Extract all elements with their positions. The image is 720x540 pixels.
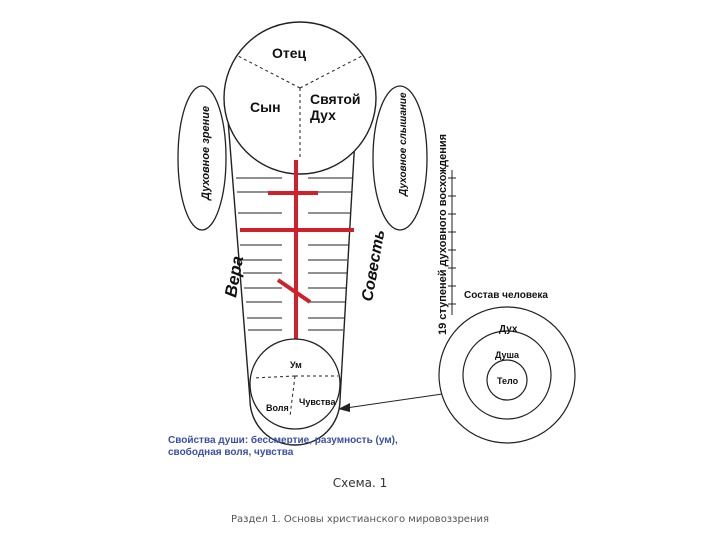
label-nineteen-steps: 19 ступеней духовного восхождения bbox=[437, 134, 449, 335]
label-feelings: Чувства bbox=[299, 397, 336, 407]
body-outline bbox=[227, 119, 357, 446]
label-father: Отец bbox=[272, 45, 307, 61]
soul-properties-line1: Свойства души: бессмертие, разумность (у… bbox=[168, 435, 398, 446]
soul-properties-text: Свойства души: бессмертие, разумность (у… bbox=[168, 435, 428, 459]
label-spiritual-sight: Духовное зрение bbox=[200, 106, 212, 201]
label-spiritual-hearing: Духовное слышание bbox=[398, 92, 409, 197]
soul-circle bbox=[249, 338, 341, 430]
label-holy-spirit-1: Святой bbox=[310, 91, 361, 107]
spiritual-hearing-ellipse bbox=[372, 85, 428, 231]
arrow-head bbox=[338, 403, 350, 412]
nineteen-steps-ticks bbox=[448, 177, 456, 305]
soul-divider-down bbox=[289, 375, 296, 417]
label-will: Воля bbox=[266, 403, 289, 413]
label-human-composition: Состав человека bbox=[464, 290, 548, 301]
label-body: Тело bbox=[497, 376, 519, 386]
figure-caption: Схема. 1 bbox=[332, 476, 388, 490]
label-conscience: Совесть bbox=[359, 229, 388, 303]
orthodox-cross bbox=[240, 160, 354, 350]
label-holy-spirit-2: Дух bbox=[310, 107, 336, 123]
soul-properties-line2: свободная воля, чувства bbox=[168, 447, 294, 458]
label-son: Сын bbox=[250, 99, 281, 115]
spiritual-sight-ellipse bbox=[177, 85, 227, 231]
label-mind: Ум bbox=[290, 360, 302, 370]
body-inner-circle bbox=[486, 359, 528, 401]
label-spirit: Дух bbox=[499, 324, 518, 335]
label-soul: Душа bbox=[495, 350, 520, 360]
trinity-circle bbox=[223, 21, 377, 175]
page-footer: Раздел 1. Основы христианского мировоззр… bbox=[231, 514, 489, 525]
label-faith: Вера bbox=[221, 254, 247, 298]
soul-divider-left bbox=[252, 375, 296, 379]
